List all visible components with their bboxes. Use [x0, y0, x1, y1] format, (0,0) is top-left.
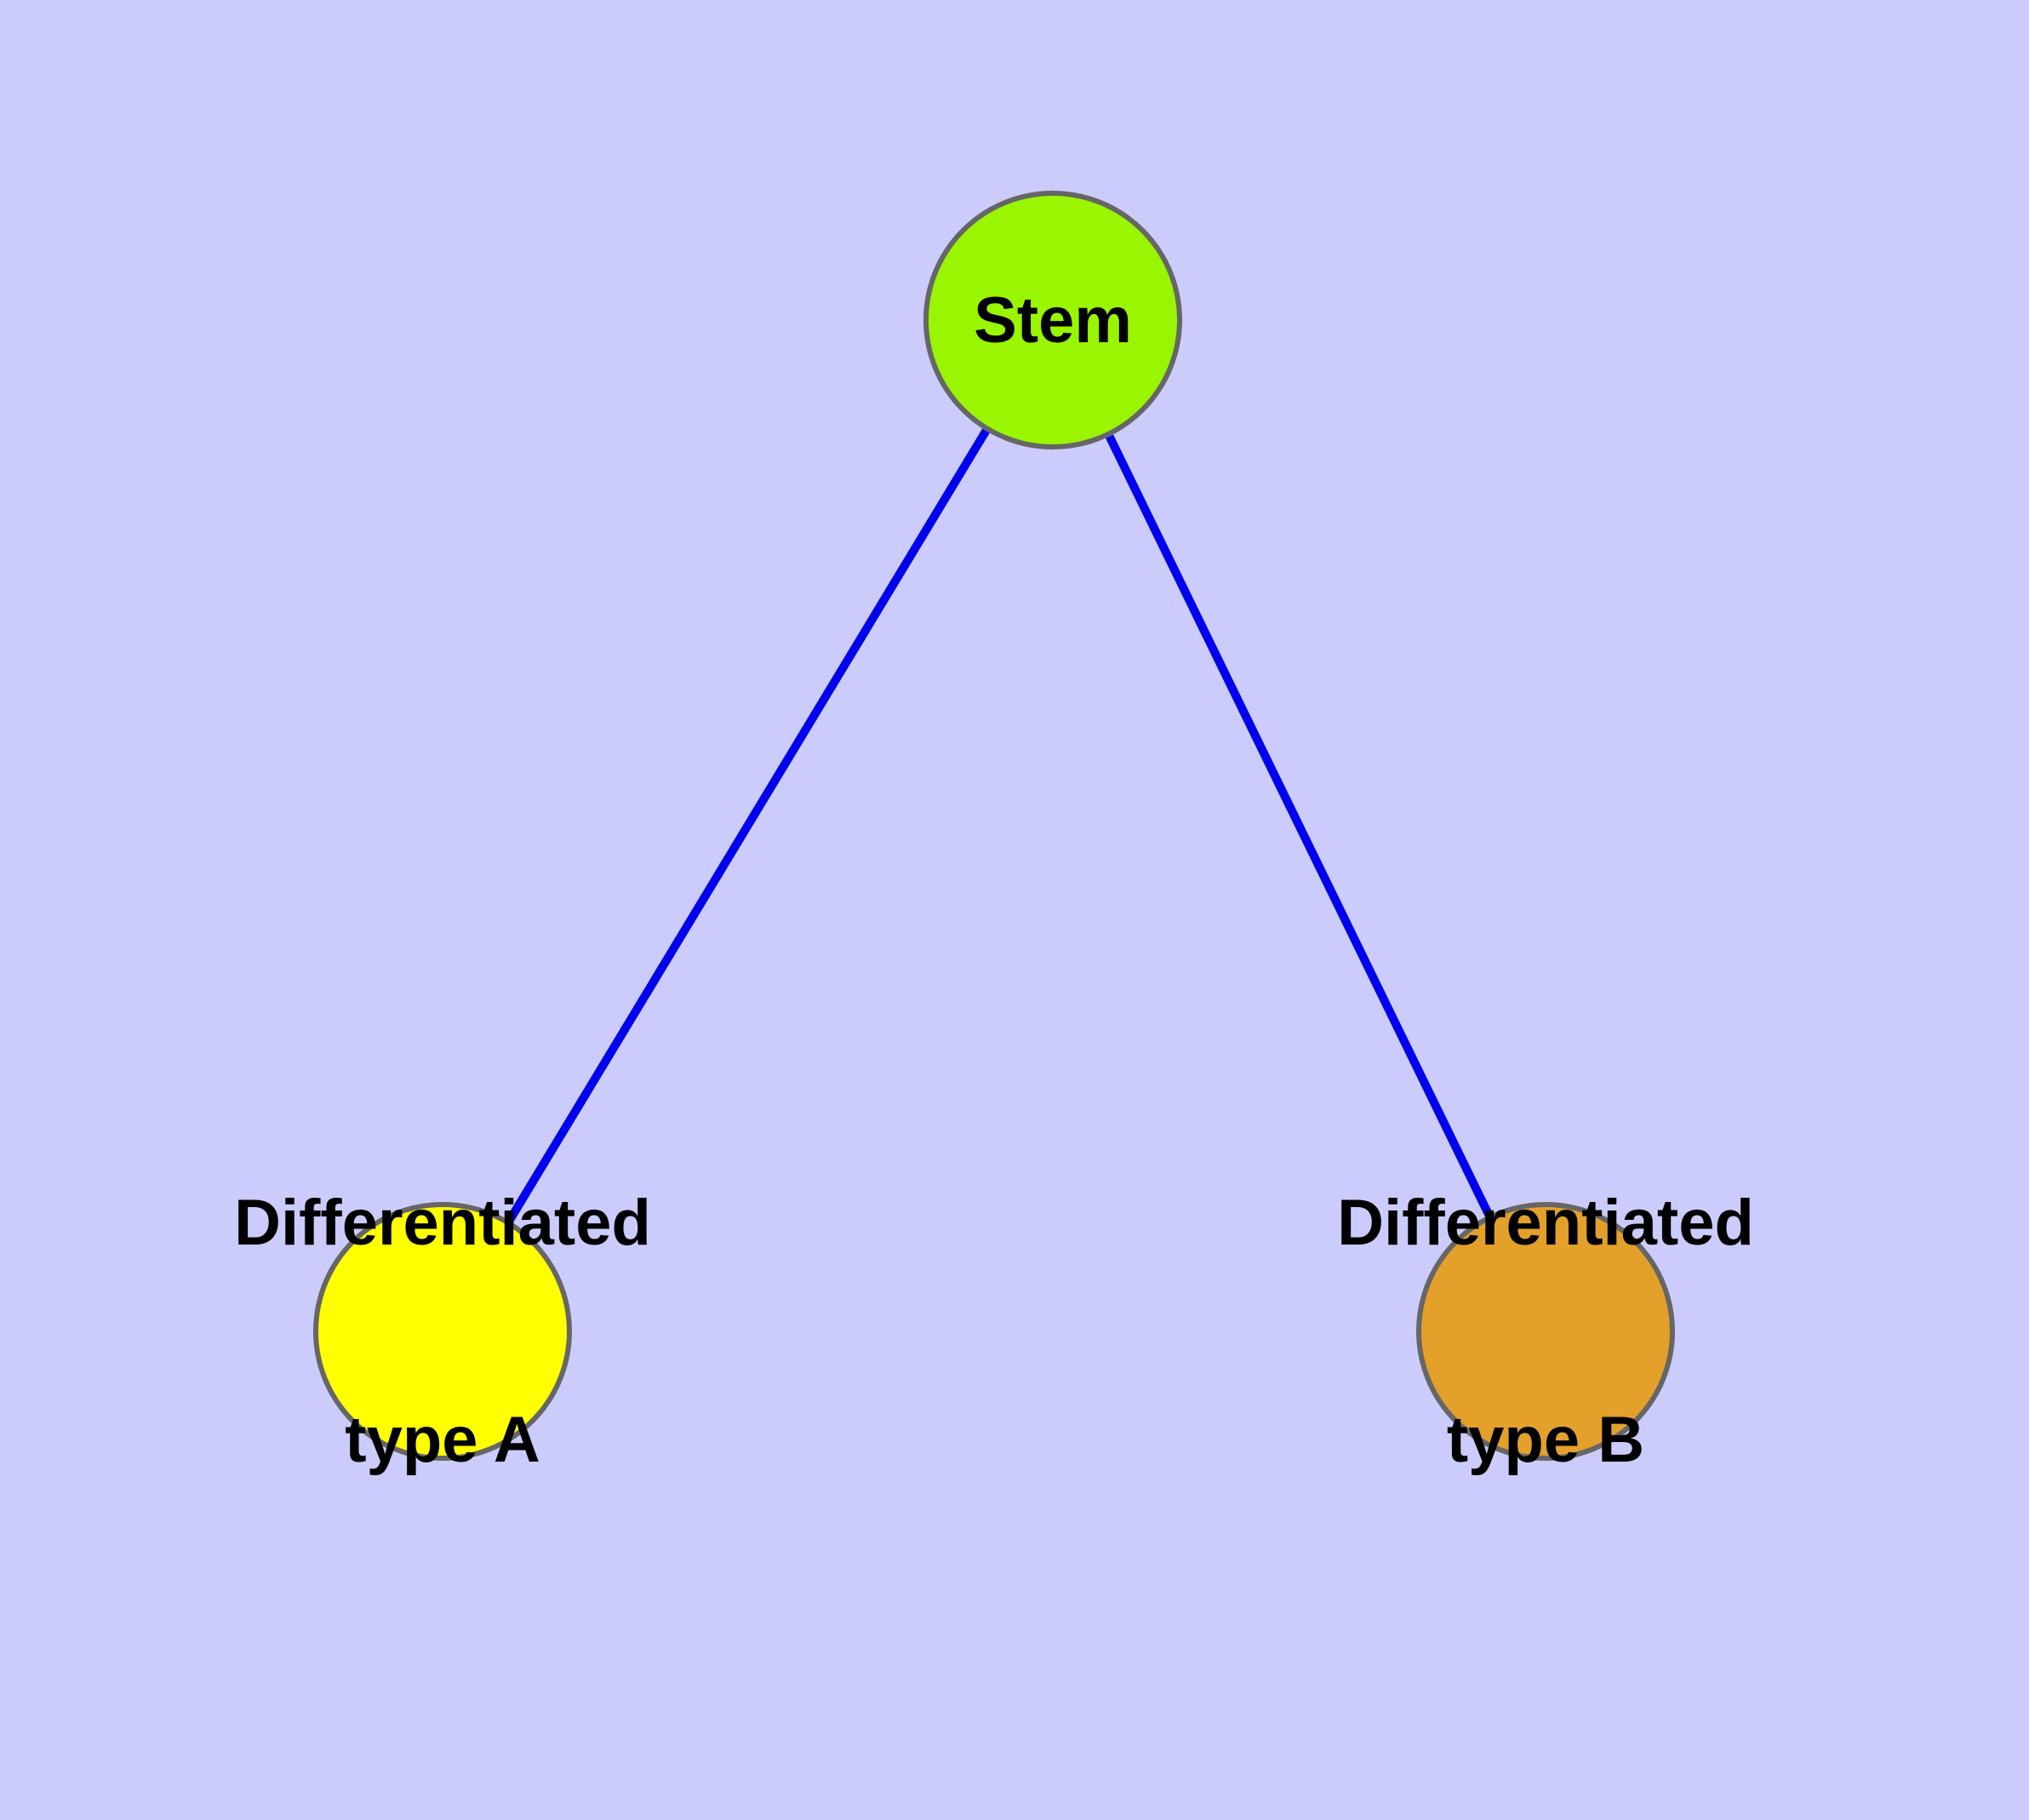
- node-stem[interactable]: [923, 191, 1182, 449]
- node-differentiated-type-a[interactable]: [313, 1202, 572, 1461]
- node-differentiated-type-b[interactable]: [1416, 1202, 1675, 1461]
- edge-stem-to-diff-b[interactable]: [1106, 434, 1493, 1217]
- edge-stem-to-diff-a[interactable]: [506, 428, 990, 1223]
